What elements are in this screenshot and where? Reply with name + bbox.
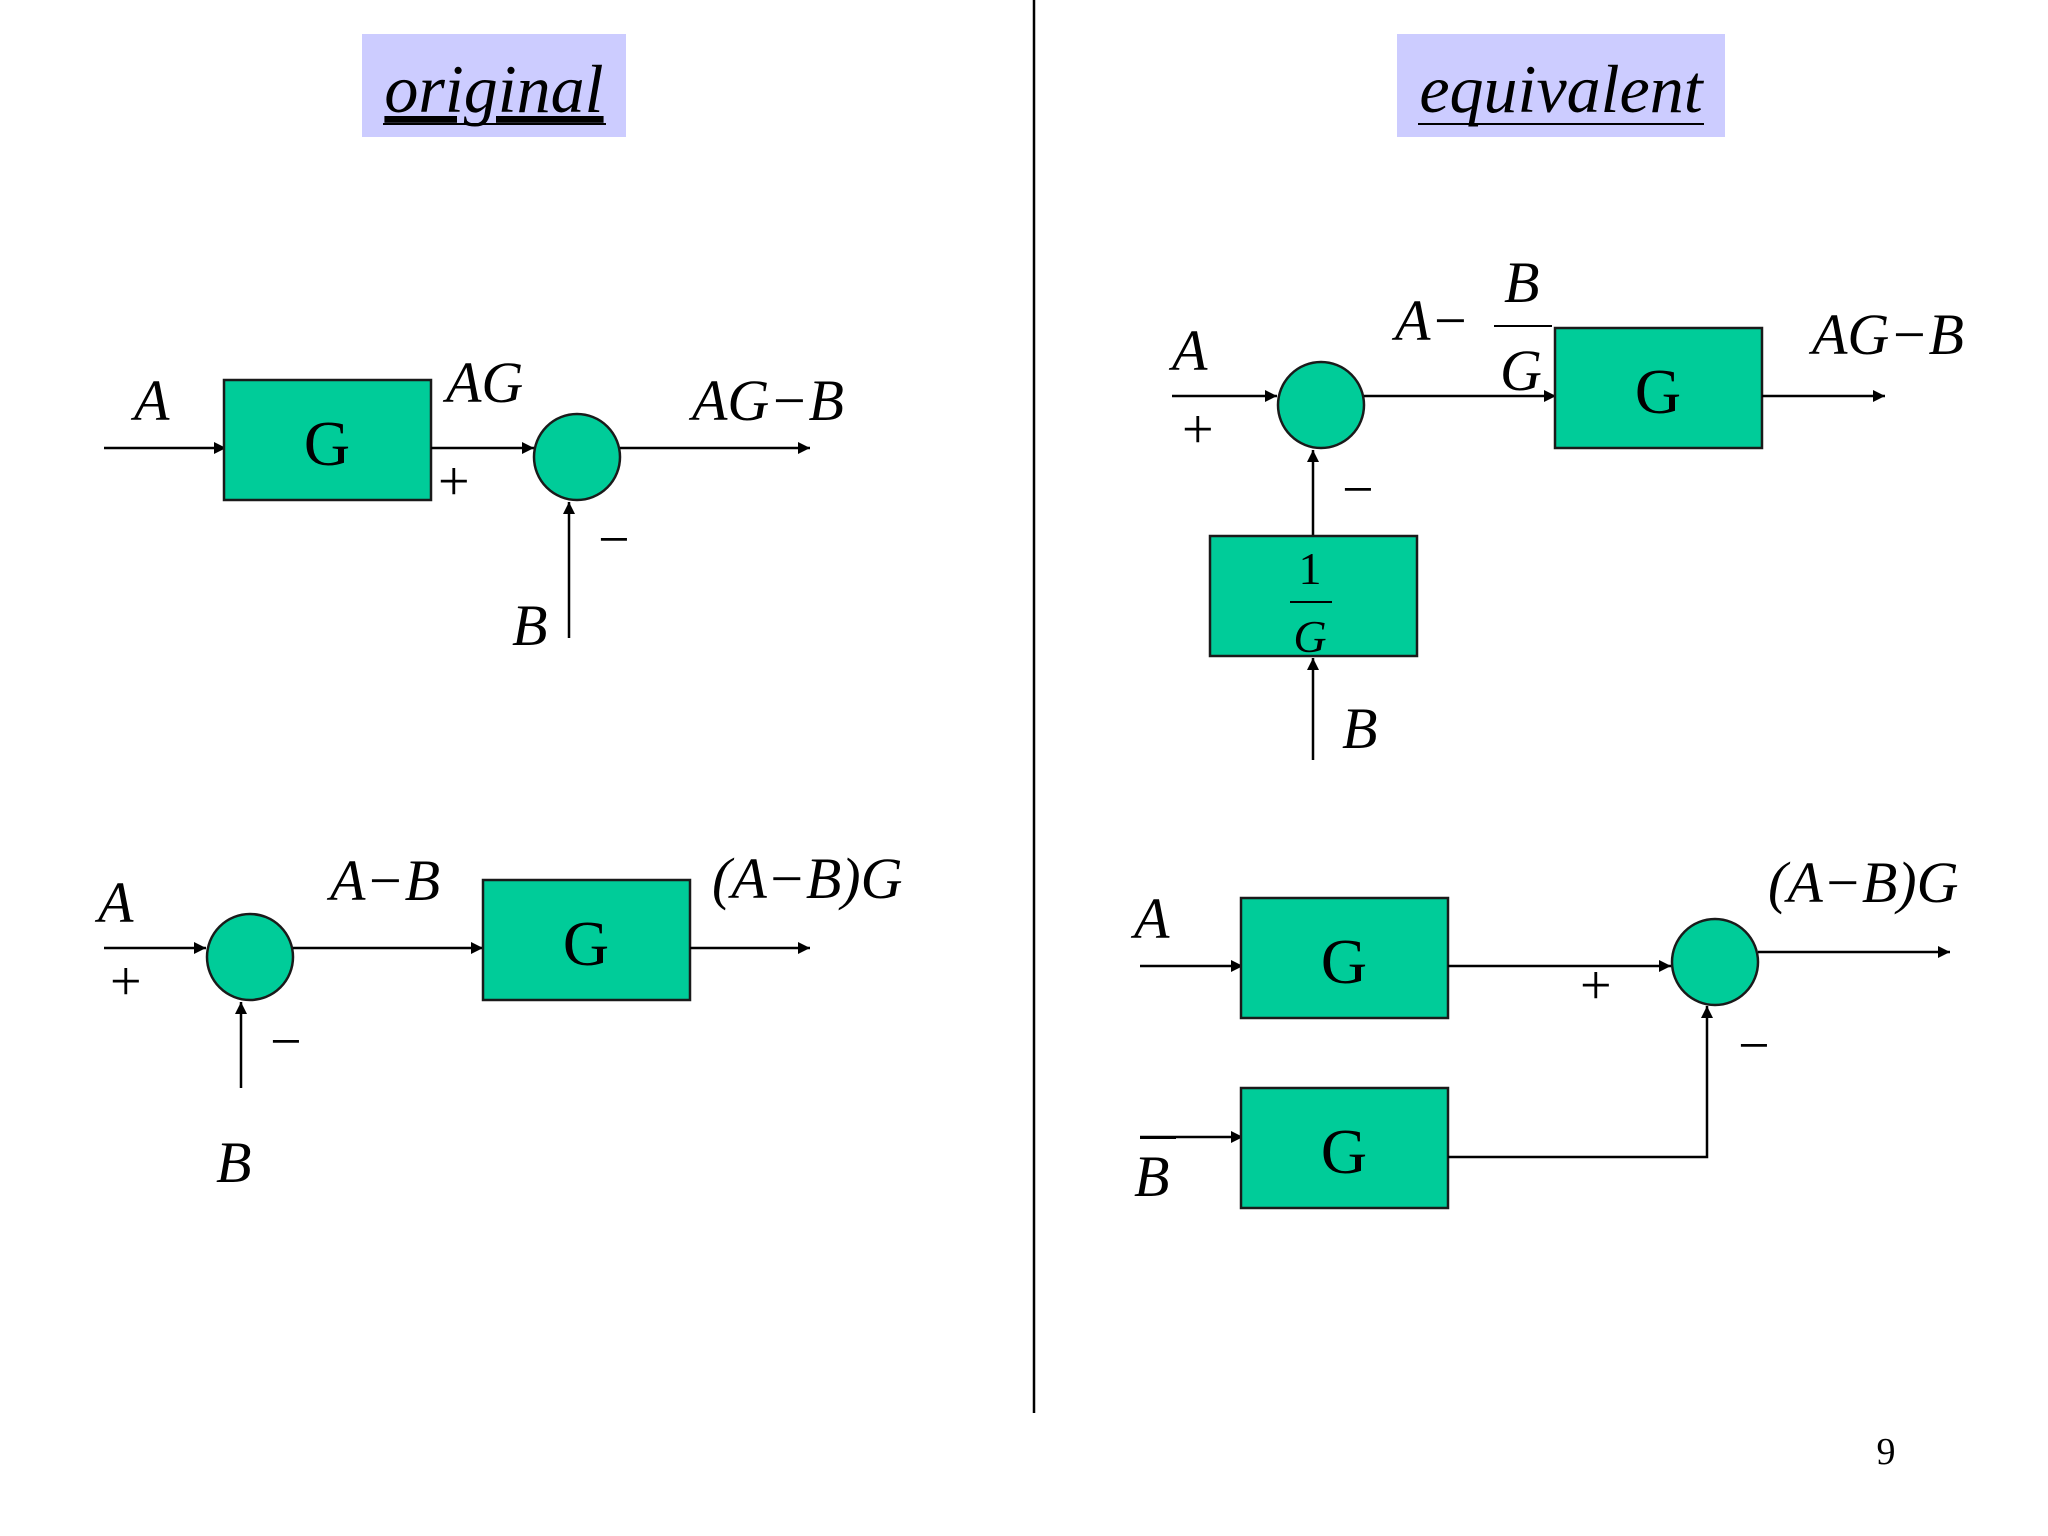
signal-a: A [1130,886,1170,951]
signal-ag-minus-b: AG−B [1808,302,1964,367]
block-g-label: G [1635,356,1681,427]
diagram-top-right: G 1 G A + − A− B G AG−B B [1168,250,1964,761]
signal-ag-minus-b: AG−B [688,368,844,433]
summing-junction [532,412,622,502]
block-g-lower-label: G [1321,1116,1367,1187]
signal-a: A [130,368,170,433]
title-equivalent-background [1397,34,1725,137]
signal-a: A [1168,318,1208,383]
sign-minus: − [270,1011,302,1073]
block-g-label: G [563,908,609,979]
sign-minus: − [1342,459,1374,521]
signal-b: B [1342,696,1377,761]
title-equivalent: equivalent [1397,34,1725,137]
block-g [222,378,433,502]
signal-a-minus-b: A−B [326,848,440,913]
signal-a-minus-b-times-g: (A−B)G [712,846,903,911]
signal-ag: AG [442,350,523,415]
inverse-numerator: 1 [1299,543,1322,594]
block-g-upper [1239,896,1450,1020]
block-inverse-g [1208,534,1419,658]
signal-b-over-g-denominator: G [1500,338,1542,403]
block-g-upper-label: G [1321,926,1367,997]
summing-junction [1670,917,1760,1007]
title-original: original [362,34,626,137]
sign-plus: + [110,951,142,1013]
sign-plus: + [438,451,470,513]
block-g-label: G [304,408,350,479]
signal-b-over-g-numerator: B [1504,250,1539,315]
block-g [1553,326,1764,450]
page-number: 9 [1877,1431,1896,1473]
sign-minus: − [1738,1015,1770,1077]
signal-b: B [512,593,547,658]
title-original-text: original [384,51,603,127]
signal-a-minus: A− [1391,288,1470,353]
wire-bg [1448,1006,1713,1159]
block-g-lower [1239,1086,1450,1210]
inverse-denominator: G [1293,611,1326,662]
diagram-bottom-right: G G A + − (A−B)G B [1130,850,1959,1210]
block-g [481,878,692,1002]
sign-minus: − [598,509,630,571]
summing-junction [205,912,295,1002]
signal-b: B [1134,1144,1169,1209]
summing-junction [1276,360,1366,450]
diagram-top-left: G A AG AG−B + − B [104,350,844,658]
signal-b: B [216,1130,251,1195]
sign-plus: + [1182,399,1214,461]
title-equivalent-text: equivalent [1419,51,1704,127]
diagram-bottom-left: G A + − A−B (A−B)G B [94,846,903,1195]
title-original-background [362,34,626,137]
signal-a: A [94,870,134,935]
signal-a-minus-b-times-g: (A−B)G [1768,850,1959,915]
sign-plus: + [1580,955,1612,1017]
